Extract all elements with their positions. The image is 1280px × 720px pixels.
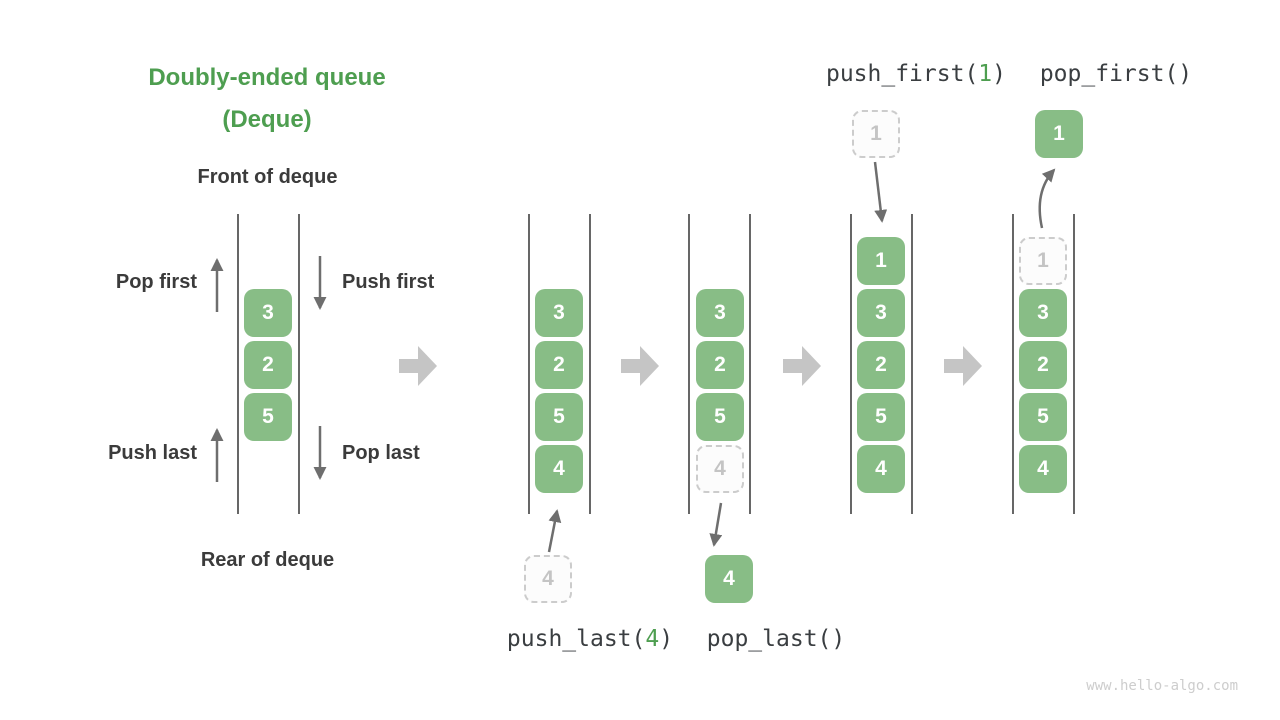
code-label-push-last: push_last(4) [507, 625, 673, 653]
queue-cell: 3 [696, 289, 744, 337]
queue-cell: 1 [857, 237, 905, 285]
transition-arrow-icon [399, 346, 437, 386]
queue-cell: 5 [696, 393, 744, 441]
floating-cell-push-last-ghost: 4 [524, 555, 572, 603]
queue-walls [237, 214, 1075, 514]
queue-cell: 2 [535, 341, 583, 389]
rear-of-deque-label: Rear of deque [200, 549, 335, 571]
front-of-deque-label: Front of deque [197, 166, 338, 188]
transition-arrows [399, 346, 982, 386]
queue-cell: 2 [244, 341, 292, 389]
code-text: ) [659, 626, 674, 652]
floating-cell-pop-first: 1 [1035, 110, 1083, 158]
pop-last-connector-arrow-icon [709, 502, 723, 547]
queue-cell: 4 [1019, 445, 1067, 493]
transition-arrow-icon [783, 346, 821, 386]
transition-arrow-icon [621, 346, 659, 386]
code-label-pop-last: pop_last() [706, 626, 846, 652]
pop-last-label: Pop last [342, 442, 420, 464]
push-first-label: Push first [342, 271, 435, 293]
page-title-line1: Doubly-ended queue [148, 64, 386, 91]
queue-cell: 5 [857, 393, 905, 441]
code-arg: 1 [978, 61, 993, 87]
queue-cell: 3 [535, 289, 583, 337]
push-last-connector-arrow-icon [547, 509, 562, 553]
queue-cell: 4 [535, 445, 583, 493]
queue-cell: 5 [244, 393, 292, 441]
queue-cell: 2 [857, 341, 905, 389]
pop-first-connector-arrow-icon [1038, 168, 1056, 229]
floating-cell-push-first-ghost: 1 [852, 110, 900, 158]
queue-cell: 4 [857, 445, 905, 493]
push-last-label: Push last [108, 442, 197, 464]
pop-first-label: Pop first [115, 271, 197, 293]
page-title-line2: (Deque) [222, 106, 312, 133]
page-title: Doubly-ended queue (Deque) [97, 57, 437, 141]
code-label-push-first: push_first(1) [826, 60, 1006, 88]
queue-cell: 3 [857, 289, 905, 337]
code-label-pop-first: pop_first() [1039, 61, 1193, 87]
code-text: push_last( [506, 626, 646, 652]
code-text: push_first( [825, 61, 979, 87]
queue-cell-ghost: 4 [696, 445, 744, 493]
queue-cell: 5 [535, 393, 583, 441]
code-arg: 4 [645, 626, 660, 652]
queue-cell-ghost: 1 [1019, 237, 1067, 285]
transition-arrow-icon [944, 346, 982, 386]
queue-cell: 2 [696, 341, 744, 389]
queue-cell: 3 [1019, 289, 1067, 337]
watermark: www.hello-algo.com [1086, 678, 1238, 694]
floating-cell-pop-last: 4 [705, 555, 753, 603]
queue-cell: 5 [1019, 393, 1067, 441]
queue-cell: 3 [244, 289, 292, 337]
queue-cell: 2 [1019, 341, 1067, 389]
code-text: ) [992, 61, 1007, 87]
push-first-connector-arrow-icon [873, 161, 888, 223]
